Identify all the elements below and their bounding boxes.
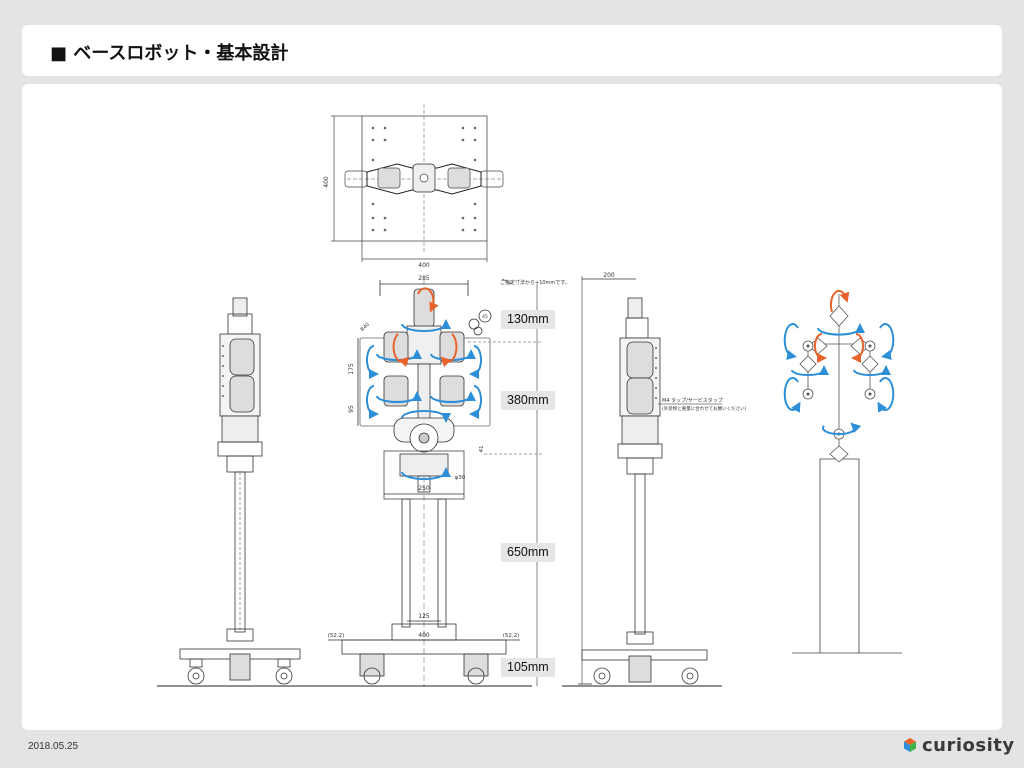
dim-head-width: 285 bbox=[418, 275, 430, 282]
right-side-view bbox=[562, 276, 722, 687]
left-side-view bbox=[157, 297, 322, 687]
note-top: ご指定寸法から+10mmです。 bbox=[500, 279, 570, 286]
title-bar: ■ ベースロボット・基本設計 bbox=[22, 25, 1002, 76]
page-title: ■ ベースロボット・基本設計 bbox=[50, 43, 289, 64]
label-105mm: 105mm bbox=[501, 658, 555, 677]
curiosity-logo-icon bbox=[904, 738, 916, 752]
technical-drawing: 400 400 bbox=[157, 104, 902, 687]
note-side-1: M4 タップ/サービスタップ bbox=[662, 397, 723, 404]
dim-52-2-left: (52.2) bbox=[328, 633, 345, 639]
kinematic-arrows-orange bbox=[814, 289, 864, 363]
dim-r40: R40 bbox=[360, 322, 371, 333]
label-650mm: 650mm bbox=[501, 543, 555, 562]
dim-52-2-right: (52.2) bbox=[503, 633, 520, 639]
front-rotation-arrows-orange bbox=[392, 287, 458, 368]
front-rotation-arrows bbox=[366, 319, 482, 480]
dim-175: 175 bbox=[348, 363, 355, 375]
logo-text: curiosity bbox=[922, 734, 1015, 756]
footer-date: 2018.05.25 bbox=[28, 741, 79, 752]
dim-45: 45 bbox=[482, 314, 488, 320]
note-side-2: (外装物と重量に合わせてお願いください) bbox=[662, 405, 747, 412]
dim-phi30: φ30 bbox=[455, 475, 466, 481]
dim-125: 125 bbox=[418, 613, 430, 620]
curiosity-logo: curiosity bbox=[902, 734, 1015, 756]
dim-top-height: 400 bbox=[323, 176, 330, 188]
drawing-panel: 400 400 bbox=[22, 84, 1002, 730]
top-view bbox=[331, 104, 504, 262]
dim-41: 41 bbox=[479, 446, 485, 453]
dim-top-width: 400 bbox=[418, 262, 430, 269]
kinematic-arrows-blue bbox=[783, 323, 895, 436]
label-380mm: 380mm bbox=[501, 391, 555, 410]
dim-side-offset: 200 bbox=[603, 272, 615, 279]
label-130mm: 130mm bbox=[501, 310, 555, 329]
dim-400-base: 400 bbox=[418, 632, 430, 639]
kinematic-diagram bbox=[792, 294, 902, 654]
front-view bbox=[322, 278, 542, 687]
dim-250: 250 bbox=[418, 485, 430, 492]
dim-95: 95 bbox=[348, 405, 355, 413]
